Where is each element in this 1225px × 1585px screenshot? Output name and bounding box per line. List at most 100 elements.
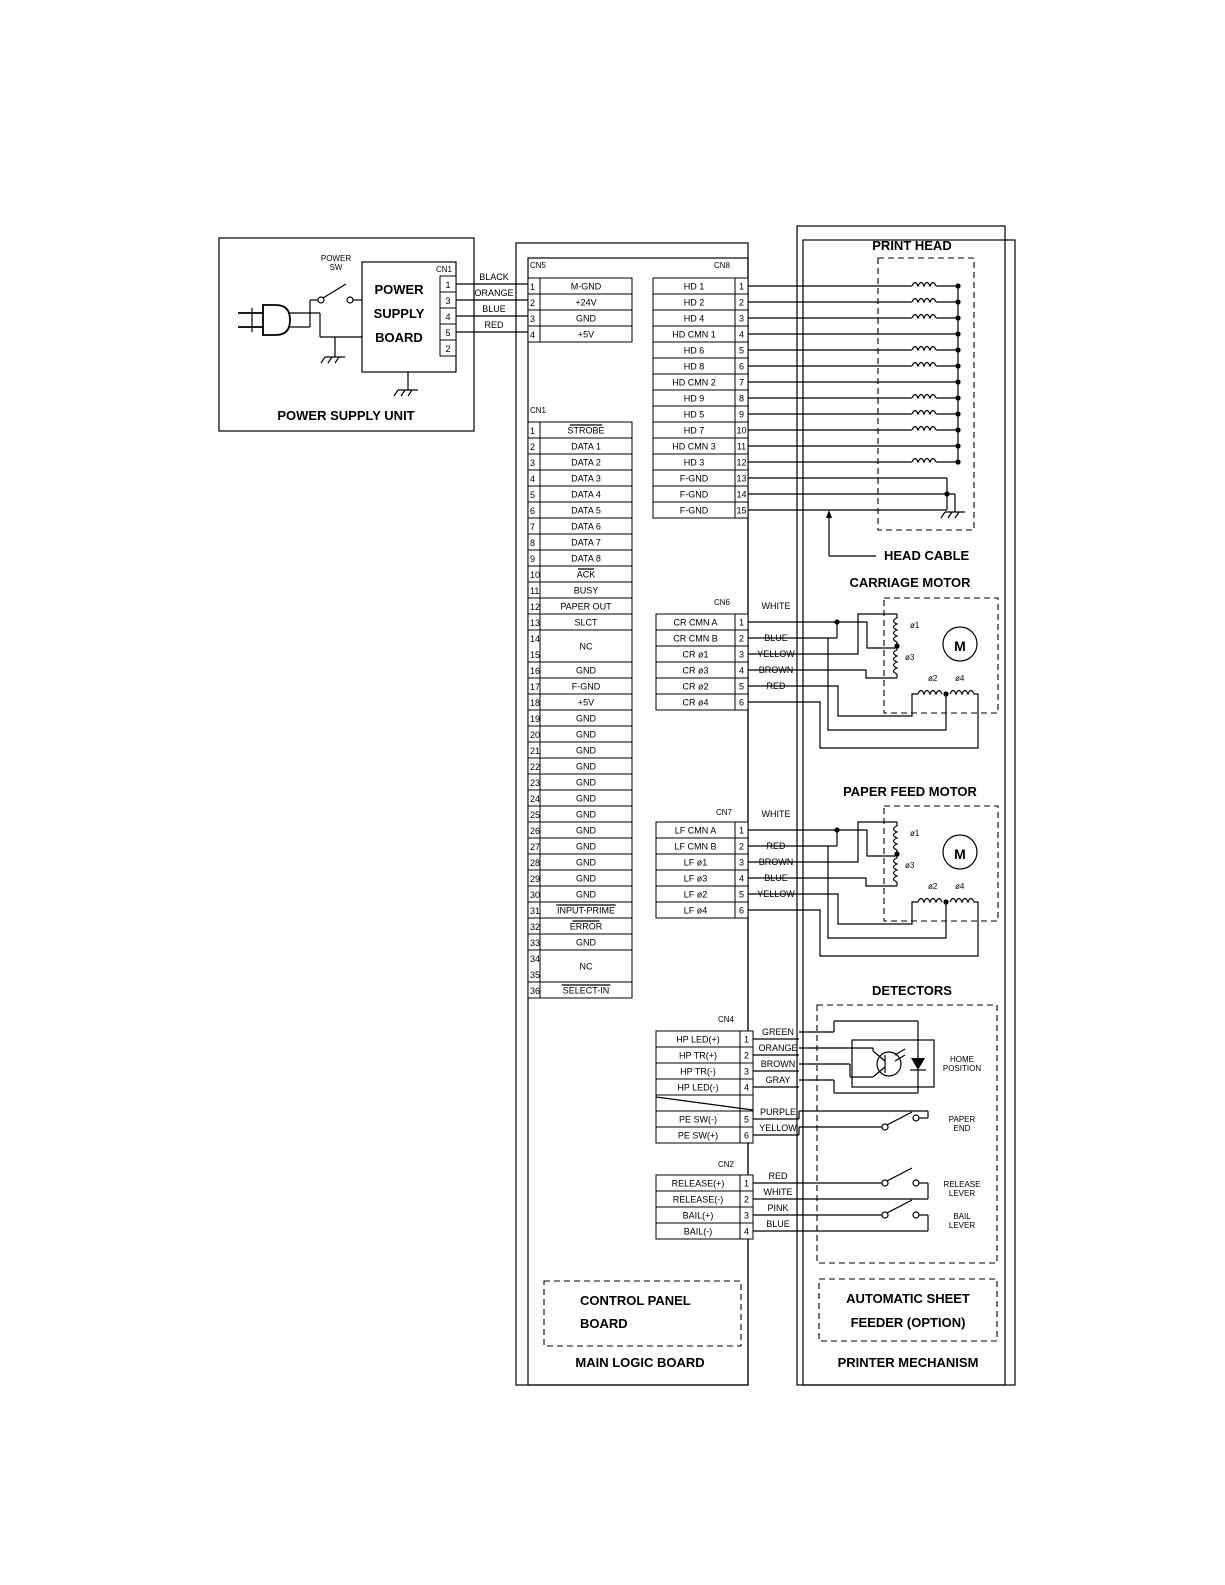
pin-number: 17 [530,682,540,692]
head-coil-icon [911,361,937,368]
pin-signal: DATA 6 [571,522,601,532]
pin-number: 12 [736,458,746,468]
pin-signal: HD 5 [684,410,705,420]
pin-number: 10 [530,570,540,580]
pin-number: 6 [744,1131,749,1141]
pin-number: 26 [530,826,540,836]
pin-signal: F-GND [572,682,601,692]
pin-signal: STROBE [567,426,604,436]
power-switch-label-2: SW [330,263,343,272]
bail-lever-label-2: LEVER [949,1221,975,1230]
pin-signal: GND [576,746,597,756]
pin-number: 11 [737,442,746,452]
head-coil-icon [911,345,937,352]
phase-label: ø1 [910,621,920,630]
pin-signal: HD CMN 1 [672,330,716,340]
pin-number: 14 [736,490,746,500]
pin-signal: LF ø4 [684,906,708,916]
power-wire-label: ORANGE [474,288,513,298]
pin-signal: F-GND [680,474,709,484]
pin-number: 5 [739,346,744,356]
wire-color-label: RED [768,1171,788,1181]
pin-number: 30 [530,890,540,900]
pin-signal: PE SW(-) [679,1115,717,1125]
home-position-sensor-icon [799,1020,935,1094]
cn8-label: CN8 [714,261,731,270]
paper-end-label-1: PAPER [949,1115,976,1124]
print-head-title: PRINT HEAD [872,238,951,253]
pin-number: 8 [530,538,535,548]
pin-signal: LF ø2 [684,890,708,900]
wire-color-label: PINK [767,1203,788,1213]
pin-signal: CR CMN A [673,618,717,628]
power-switch-label-1: POWER [321,254,351,263]
pin-number: 9 [530,554,535,564]
home-position-label-1: HOME [950,1055,974,1064]
pin-signal: HD 3 [684,458,705,468]
wire-color-label: GREEN [762,1027,794,1037]
pin-signal: HD 6 [684,346,705,356]
pin-number: 3 [744,1211,749,1221]
pin-number: 7 [530,522,535,532]
pin-signal: CR CMN B [673,634,718,644]
pin-signal: GND [576,314,597,324]
printer-mechanism: PRINTER MECHANISM PRINT HEAD HEAD CABLE … [796,225,1016,1386]
pin-signal: RELEASE(-) [673,1195,724,1205]
pin-number: 35 [530,970,540,980]
print-head-coils [911,281,961,465]
pin-number: 2 [739,842,744,852]
pin-signal: PE SW(+) [678,1131,718,1141]
pin-number: 5 [530,490,535,500]
pin-number: 2 [739,634,744,644]
paper-end-switch-icon [799,1110,929,1131]
pin-number: 2 [530,298,535,308]
pin-number: 3 [739,858,744,868]
bail-lever-label-1: BAIL [953,1212,971,1221]
print-head-box [877,257,975,531]
pin-number: 15 [736,506,746,516]
head-coil-icon [911,297,937,304]
pin-signal: DATA 3 [571,474,601,484]
wire-color-label: YELLOW [759,1123,797,1133]
motor-symbol: M [954,638,966,654]
cn6-label: CN6 [714,598,731,607]
phase-label: ø4 [955,674,965,683]
pin-number: 4 [744,1083,749,1093]
pin-signal: GND [576,730,597,740]
pin-number: 2 [739,298,744,308]
pin-number: 16 [530,666,540,676]
pin-number: 2 [445,344,450,354]
pin-signal: GND [576,666,597,676]
ground-icon [940,511,946,519]
cn2-label: CN2 [718,1160,735,1169]
pin-signal: HP LED(+) [676,1035,720,1045]
pin-number: 10 [736,426,746,436]
pin-number: 1 [739,826,744,836]
wire-color-label: GRAY [766,1075,791,1085]
pin-signal: DATA 1 [571,442,601,452]
motor-coil-icon [892,825,899,851]
wire-color-label: BLUE [766,1219,790,1229]
power-board-line-3: BOARD [375,330,423,345]
pin-number: 6 [530,506,535,516]
motor-wire [827,846,947,939]
pin-number: 1 [739,282,744,292]
pin-signal: HD 8 [684,362,705,372]
pin-signal-cell [539,981,633,999]
pin-number: 6 [739,698,744,708]
pin-signal-cell [539,325,633,343]
control-panel-board [543,1280,742,1347]
pin-number: 20 [530,730,540,740]
pin-signal: LF CMN B [674,842,716,852]
motor-wire [748,893,918,925]
pin-number: 32 [530,922,540,932]
pin-number: 12 [530,602,540,612]
printer-mechanism-title: PRINTER MECHANISM [838,1355,979,1370]
motor-wire [748,877,897,887]
pin-signal: HD CMN 2 [672,378,716,388]
cn7-label: CN7 [716,808,733,817]
